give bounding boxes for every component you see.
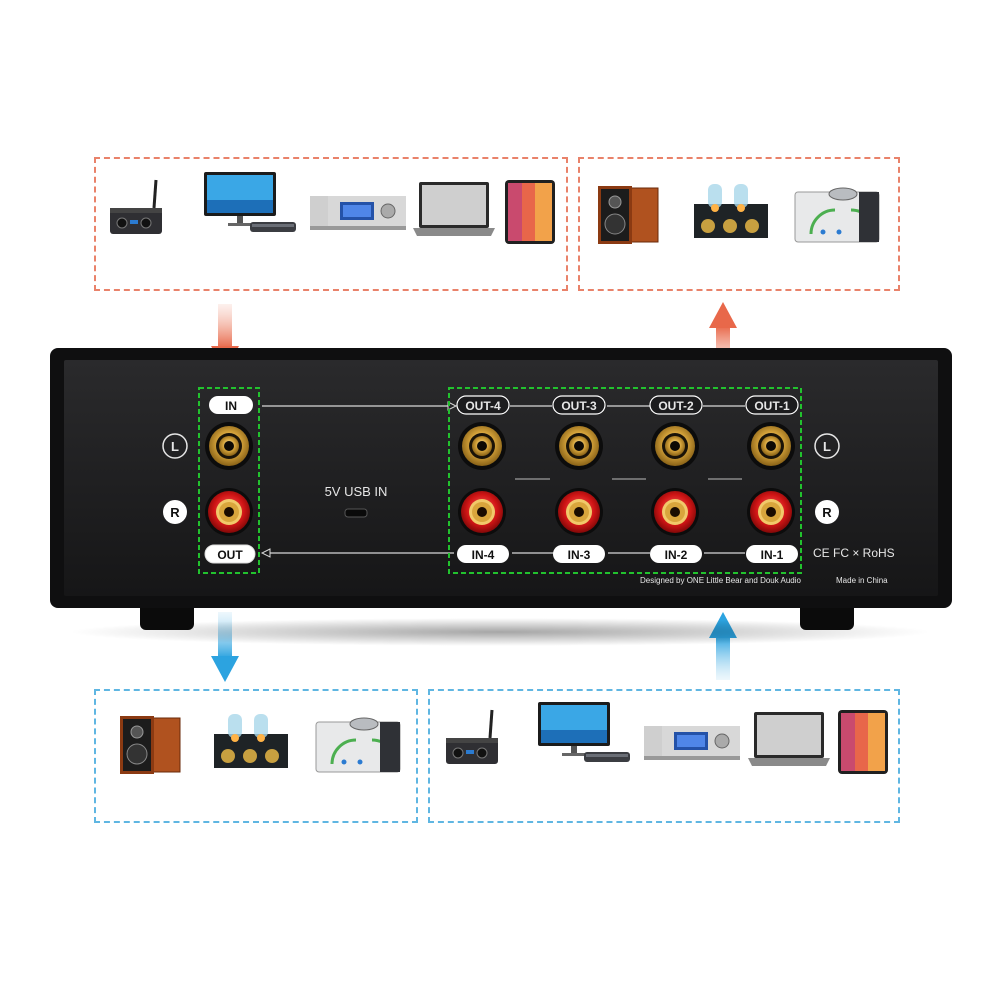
tube-preamp-device-icon <box>694 184 768 238</box>
right-channel-label: R <box>170 505 180 520</box>
out-4-label: OUT-4 <box>465 399 501 413</box>
in-4-label: IN-4 <box>472 548 495 562</box>
phone-device-icon <box>505 180 555 244</box>
in-4-pill <box>457 545 509 563</box>
back-panel <box>64 360 938 596</box>
laptop-device-icon <box>748 712 830 766</box>
cd-player-device-icon <box>643 725 741 761</box>
in-1-label: IN-1 <box>761 548 784 562</box>
out-3-right-jack[interactable] <box>555 488 603 536</box>
destination-devices-box-bottom <box>94 689 418 823</box>
headphone-amp-device-icon <box>793 186 881 244</box>
dac-device-icon <box>444 708 500 766</box>
speakers-device-icon <box>597 185 659 245</box>
origin-label: Made in China <box>836 576 888 585</box>
router-device-icon <box>584 752 630 762</box>
phone-device-icon <box>838 710 888 774</box>
left-channel-marker-input <box>162 433 188 459</box>
left-channel-marker-output <box>814 433 840 459</box>
in-3-label: IN-3 <box>568 548 591 562</box>
usb-port[interactable] <box>344 508 368 518</box>
right-channel-marker-output <box>815 500 839 524</box>
out-2-label: OUT-2 <box>658 399 694 413</box>
in-2-pill <box>650 545 702 563</box>
out-2-pill <box>649 395 703 415</box>
out-3-pill <box>552 395 606 415</box>
output-group-outline <box>448 387 802 574</box>
monitor-device-icon <box>538 702 610 756</box>
usb-label: 5V USB IN <box>325 484 388 499</box>
out-label: OUT <box>217 548 243 562</box>
input-left-jack[interactable] <box>205 422 253 470</box>
input-right-jack[interactable] <box>205 488 253 536</box>
out-2-right-jack[interactable] <box>651 488 699 536</box>
out-1-pill <box>745 395 799 415</box>
laptop-device-icon <box>413 182 495 236</box>
certification-marks: CE FC × RoHS <box>813 546 895 560</box>
dac-device-icon <box>108 178 164 236</box>
out-2-left-jack[interactable] <box>651 422 699 470</box>
right-channel-marker-input <box>163 500 187 524</box>
out-1-right-jack[interactable] <box>747 488 795 536</box>
monitor-device-icon <box>204 172 276 226</box>
designer-credit: Designed by ONE Little Bear and Douk Aud… <box>640 576 802 585</box>
tube-preamp-device-icon <box>214 714 288 768</box>
source-devices-box-top <box>94 157 568 291</box>
left-channel-label: L <box>171 439 179 454</box>
out-1-label: OUT-1 <box>754 399 790 413</box>
cd-player-device-icon <box>309 195 407 231</box>
in-1-pill <box>746 545 798 563</box>
speakers-device-icon <box>119 715 181 775</box>
source-devices-box-bottom <box>428 689 900 823</box>
out-4-pill <box>456 395 510 415</box>
out-4-left-jack[interactable] <box>458 422 506 470</box>
router-device-icon <box>250 222 296 232</box>
out-3-label: OUT-3 <box>561 399 597 413</box>
in-label: IN <box>225 399 237 413</box>
out-1-left-jack[interactable] <box>747 422 795 470</box>
right-channel-label: R <box>822 505 832 520</box>
input-group-outline <box>198 387 260 574</box>
in-label-pill <box>209 396 253 414</box>
headphone-amp-device-icon <box>314 716 402 774</box>
in-3-pill <box>553 545 605 563</box>
in-2-label: IN-2 <box>665 548 688 562</box>
out-4-right-jack[interactable] <box>458 488 506 536</box>
destination-devices-box-top <box>578 157 900 291</box>
left-channel-label: L <box>823 439 831 454</box>
out-3-left-jack[interactable] <box>555 422 603 470</box>
out-label-pill <box>204 544 256 564</box>
